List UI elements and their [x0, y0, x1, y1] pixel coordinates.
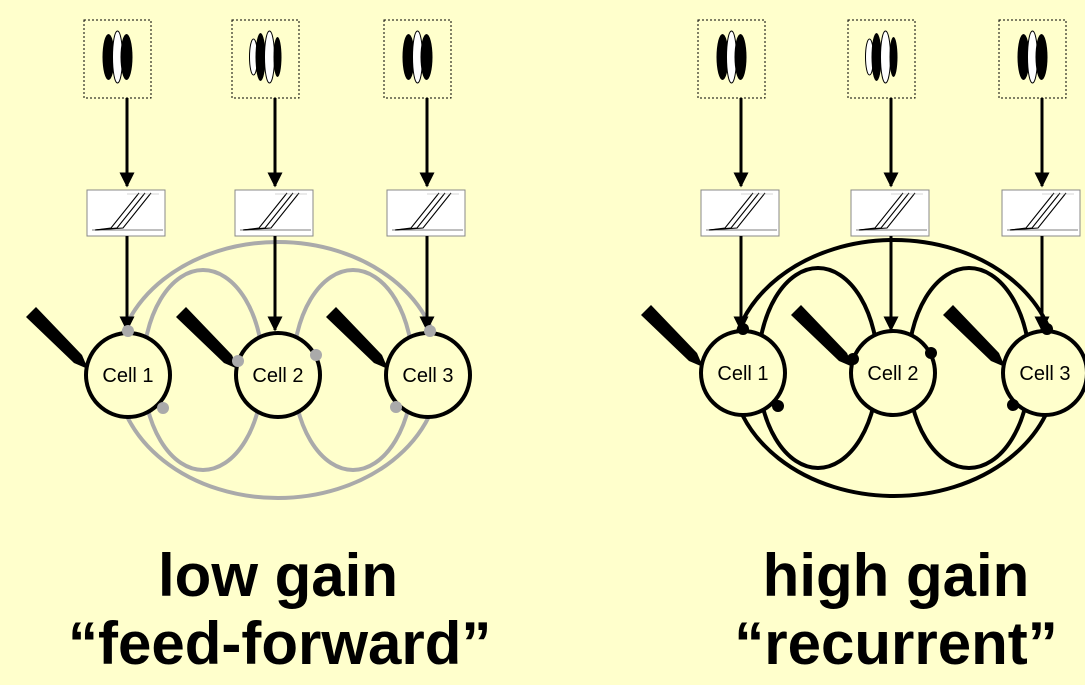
electrode-icon [176, 307, 238, 369]
grating-bar-dark [1035, 34, 1048, 80]
synapses [737, 323, 1053, 412]
electrode-shaft [326, 307, 388, 369]
grating-bar-light [264, 30, 275, 84]
cell-label: Cell 2 [867, 363, 918, 385]
grating-bar-dark [255, 33, 266, 81]
grating-icon [865, 30, 898, 84]
high-gain-caption: high gain “recurrent” [686, 542, 1085, 678]
synapse-dot [925, 347, 937, 359]
transfer-function-icon [234, 189, 314, 237]
transfer-function-icon [700, 189, 780, 237]
transfer-function-icon [86, 189, 166, 237]
electrode-icon [791, 305, 853, 367]
transfer-curve [858, 192, 916, 231]
transfer-plot-frame [86, 189, 166, 237]
transfer-function-icon [1001, 189, 1081, 237]
cell-2: Cell 2 [176, 307, 322, 419]
cell-body [849, 329, 937, 417]
transfer-curve [708, 192, 766, 231]
transfer-function-icon [386, 189, 466, 237]
electrode-icon [943, 305, 1005, 367]
electrode-icon [26, 307, 88, 369]
electrode-shaft [26, 307, 88, 369]
synapse-dot [1007, 399, 1019, 411]
cell-label: Cell 3 [402, 365, 453, 387]
low-gain-caption: low gain “feed-forward” [68, 542, 492, 678]
grating-bar-dark [889, 37, 898, 77]
cell-1: Cell 1 [641, 305, 787, 417]
electrode-icon [326, 307, 388, 369]
electrode-shaft [943, 305, 1005, 367]
electrode-icon [641, 305, 703, 367]
grating-bar-dark [1017, 34, 1030, 80]
transfer-curve [1009, 192, 1067, 231]
electrode-shaft [176, 307, 238, 369]
grating-icon [249, 30, 282, 84]
synapse-dot [847, 353, 859, 365]
transfer-curve [94, 192, 152, 231]
low-gain-title: low gain [158, 542, 398, 609]
grating-icon [1017, 30, 1048, 84]
cell-body [234, 331, 322, 419]
cell-1: Cell 1 [26, 307, 172, 419]
panel-low: Cell 1 Cell 2 Cell 3 [26, 19, 472, 500]
transfer-function-icon [850, 189, 930, 237]
synapse-dot [737, 323, 749, 335]
electrode-shaft [791, 305, 853, 367]
grating-bar-dark [402, 34, 415, 80]
synapse-dot [157, 402, 169, 414]
grating-icon [402, 30, 433, 84]
grating-bar-dark [871, 33, 882, 81]
transfer-plot-frame [700, 189, 780, 237]
electrode-shaft [641, 305, 703, 367]
synapse-dot [390, 401, 402, 413]
panel-high: Cell 1 Cell 2 Cell 3 [641, 19, 1085, 498]
cell-3: Cell 3 [326, 307, 472, 419]
synapse-dot [1041, 323, 1053, 335]
grating-bar-dark [716, 34, 729, 80]
grating-bar-dark [420, 34, 433, 80]
transfer-plot-frame [234, 189, 314, 237]
synapse-dot [232, 355, 244, 367]
transfer-plot-frame [1001, 189, 1081, 237]
cell-label: Cell 1 [717, 363, 768, 385]
grating-bar-dark [102, 34, 115, 80]
grating-bar-light [880, 30, 891, 84]
synapse-dot [772, 400, 784, 412]
cell-3: Cell 3 [943, 305, 1085, 417]
feed-forward-label: “feed-forward” [68, 610, 492, 677]
synapse-dot [122, 325, 134, 337]
grating-icon [716, 30, 747, 84]
transfer-curve [394, 192, 452, 231]
transfer-curve [242, 192, 300, 231]
grating-bar-dark [273, 37, 282, 77]
synapses [122, 325, 436, 414]
synapse-dot [424, 325, 436, 337]
high-gain-title: high gain [762, 542, 1030, 609]
transfer-plot-frame [850, 189, 930, 237]
cell-2: Cell 2 [791, 305, 937, 417]
cell-label: Cell 2 [252, 365, 303, 387]
recurrent-label: “recurrent” [734, 610, 1058, 677]
grating-bar-dark [734, 34, 747, 80]
cell-label: Cell 1 [102, 365, 153, 387]
grating-bar-dark [120, 34, 133, 80]
synapse-dot [310, 349, 322, 361]
cell-label: Cell 3 [1019, 363, 1070, 385]
grating-icon [102, 30, 133, 84]
